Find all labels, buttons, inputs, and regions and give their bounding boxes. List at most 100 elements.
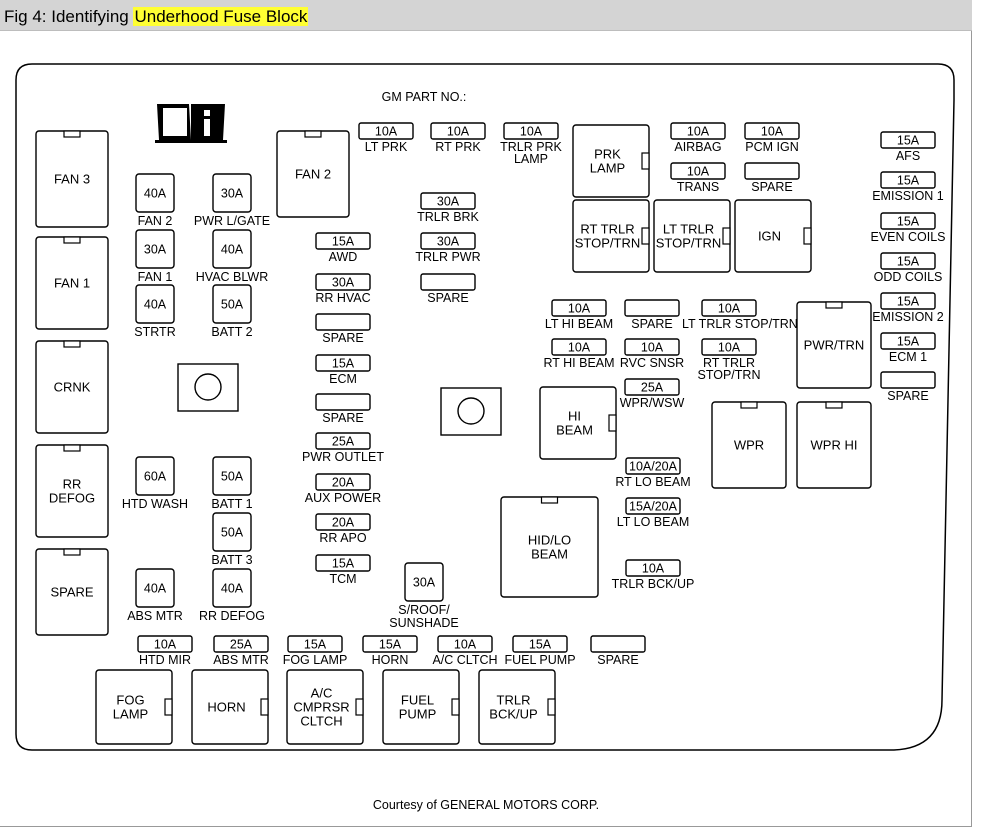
relay-tab — [63, 130, 81, 138]
fuse-amperage: 40A — [144, 187, 167, 201]
relay-label: PWR/TRN — [804, 338, 865, 353]
fuse-label: SUNSHADE — [389, 616, 458, 630]
fuse-label: SPARE — [597, 653, 638, 667]
fuse-amperage: 10A — [447, 125, 470, 139]
fuse-label: HTD WASH — [122, 497, 188, 511]
mini-fuse-body — [315, 432, 371, 450]
relay-tab — [260, 698, 269, 716]
wpr-hi-relay: WPR HI — [796, 401, 872, 489]
fuse-amperage: 15A — [897, 174, 920, 188]
fuse-label: RT HI BEAM — [543, 356, 614, 370]
fuse-label: PCM IGN — [745, 140, 798, 154]
fuse-label: AWD — [329, 250, 358, 264]
maxi-fuse-body — [135, 284, 175, 324]
relay-label: HI — [568, 409, 581, 424]
fuse-label: SPARE — [322, 411, 363, 425]
maxi-fuse-body — [212, 229, 252, 269]
relay-tab — [547, 698, 556, 716]
mini-fuse-body — [287, 635, 343, 653]
fuse-amperage: 10A — [568, 302, 591, 316]
relay-tab — [825, 401, 843, 409]
relay-tab — [355, 698, 364, 716]
relay-label: RR — [63, 477, 82, 492]
fuse-label: PWR L/GATE — [194, 214, 270, 228]
relay-label: PUMP — [399, 707, 437, 722]
fuse-label: LT LO BEAM — [617, 515, 689, 529]
fuse-label: A/C CLTCH — [432, 653, 497, 667]
mini-fuse-body — [701, 338, 757, 356]
maxi-fuse-body — [212, 512, 252, 552]
mini-fuse-body — [880, 212, 936, 230]
fuse-amperage: 15A — [897, 335, 920, 349]
relay-tab — [63, 444, 81, 452]
spare-m1-mini: SPARE — [624, 299, 680, 331]
mini-fuse-body — [625, 559, 681, 577]
maxi-fuse-body — [404, 562, 444, 602]
fuse-label: EMISSION 1 — [872, 189, 944, 203]
relay-tab — [722, 227, 731, 245]
fuse-amperage: 10A — [718, 341, 741, 355]
relay-tab — [641, 152, 650, 170]
relay-tab — [540, 496, 559, 504]
fuse-label: HTD MIR — [139, 653, 191, 667]
fan3-relay: FAN 3 — [35, 130, 109, 228]
fuse-label: LAMP — [514, 152, 548, 166]
fuse-amperage: 10A — [718, 302, 741, 316]
pwr-trn-relay: PWR/TRN — [796, 301, 872, 389]
fuse-label: AIRBAG — [674, 140, 721, 154]
fuse-label: AFS — [896, 149, 920, 163]
relay-label: FOG — [116, 693, 144, 708]
mini-fuse-body — [420, 192, 476, 210]
mounting-hole-left — [177, 363, 239, 412]
part-number-label: GM PART NO.: — [382, 90, 467, 104]
figure-frame: Fig 4: Identifying Underhood Fuse Block … — [0, 0, 972, 827]
maxi-fuse-body — [212, 284, 252, 324]
fuse-amperage: 30A — [413, 576, 436, 590]
wpr-relay: WPR — [711, 401, 787, 489]
spare-r1-mini: SPARE — [744, 162, 800, 194]
relay-tab — [63, 236, 81, 244]
fuse-amperage: 10A — [687, 125, 710, 139]
fuse-amperage: 10A — [687, 165, 710, 179]
spare-r2-mini: SPARE — [880, 371, 936, 403]
fuse-amperage: 60A — [144, 470, 167, 484]
mini-fuse-body — [624, 338, 680, 356]
fuse-amperage: 40A — [144, 298, 167, 312]
relay-label: DEFOG — [49, 491, 95, 506]
fuse-amperage: 25A — [230, 638, 253, 652]
relay-label: A/C — [311, 686, 333, 701]
mini-fuse-body — [358, 122, 414, 140]
fuse-label: ECM 1 — [889, 350, 927, 364]
fuse-label: ABS MTR — [127, 609, 183, 623]
relay-tab — [451, 698, 460, 716]
mini-fuse-body — [744, 122, 800, 140]
fuse-label: FAN 1 — [138, 270, 173, 284]
fuse-label: FAN 2 — [138, 214, 173, 228]
fan2-relay: FAN 2 — [276, 130, 350, 218]
mini-fuse-body — [551, 338, 607, 356]
fuse-amperage: 40A — [221, 582, 244, 596]
mini-fuse-body — [880, 252, 936, 270]
fuse-amperage: 25A — [332, 435, 355, 449]
relay-tab — [641, 227, 650, 245]
